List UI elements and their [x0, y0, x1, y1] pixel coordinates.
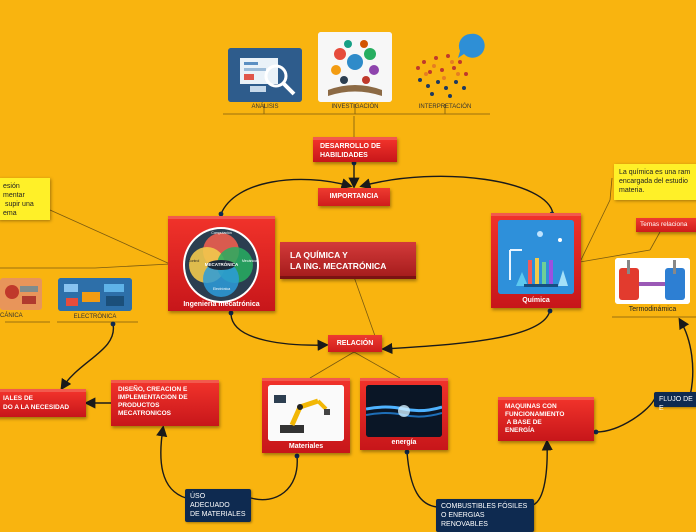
link-electronica-necesidad [60, 323, 114, 391]
right-note[interactable]: La química es una ram encargada del estu… [614, 164, 696, 200]
importancia-node[interactable]: IMPORTANCIA [318, 188, 390, 206]
investigacion-image [318, 32, 392, 102]
link-quimica-importancia [359, 175, 554, 215]
mechatronics-venn-icon [183, 227, 259, 303]
link-quimica-relacion [381, 309, 551, 355]
uso-line1: ÚSO ADECUADO [190, 493, 230, 509]
diseno-line3: PRODUCTOS [118, 402, 160, 409]
left-note[interactable]: esión mentar supir una ema [0, 178, 50, 220]
link-maquinas-flujo [595, 397, 656, 433]
maquinas-line2: FUNCIONAMIENTO [505, 411, 565, 418]
venn-label-right: Mecánica [242, 259, 257, 263]
materiales-necesidad-node[interactable]: IALES DE DO A LA NECESIDAD [0, 389, 86, 417]
analisis-image [228, 48, 302, 102]
interpretacion-caption: INTERPRETACIÓN [418, 104, 472, 110]
relacion-label: RELACIÓN [336, 340, 374, 347]
combustibles-label[interactable]: COMBUSTIBLES FÓSILES O ENERGIAS RENOVABL… [436, 499, 534, 532]
investigacion-caption: INVESTIGACIÓN [331, 104, 379, 110]
link-uso-diseno [156, 425, 187, 499]
link-combustibles-maquinas [532, 439, 553, 506]
link-energia-combustibles [406, 451, 438, 508]
analisis-caption: ANÁLISIS [251, 104, 279, 110]
diseno-line4: MECATRONICOS [118, 410, 171, 417]
combustibles-line1: COMBUSTIBLES FÓSILES [441, 503, 528, 510]
central-line1: LA QUÍMICA Y [290, 250, 348, 260]
venn-label-left: Control [188, 259, 200, 263]
right-note-line2: encargada del estudio [619, 178, 688, 185]
termodinamica-image [615, 258, 690, 304]
uso-adecuado-label[interactable]: ÚSO ADECUADO DE MATERIALES [185, 489, 251, 522]
venn-center-label: MECATRÓNICA [204, 262, 239, 267]
mind-map-canvas: ANÁLISIS INVESTIGACIÓN INTERPRETACIÓ [0, 28, 696, 532]
right-note-line3: materia. [619, 187, 645, 194]
maquinas-line4: ENERGÍA [505, 427, 535, 434]
ingenieria-mecatronica-tile[interactable]: MECATRÓNICA Computación Control Mecánica… [168, 216, 275, 311]
central-line2: LA ING. MECATRÓNICA [290, 260, 387, 271]
diseno-line2: IMPLEMENTACION DE [118, 394, 188, 401]
mecanica-caption: CÁNICA [0, 313, 23, 319]
link-ing-relacion [230, 313, 329, 351]
venn-label-bottom: Electrónica [212, 287, 231, 291]
left-note-line3: supir una [3, 201, 34, 208]
left-note-line1: esión [3, 183, 20, 190]
left-note-line2: mentar [3, 192, 25, 199]
maquinas-node[interactable]: MAQUINAS CON FUNCIONAMIENTO A BASE DE EN… [498, 397, 594, 441]
interpretacion-image [408, 28, 486, 102]
energia-image [366, 385, 442, 437]
maquinas-line1: MAQUINAS CON [505, 403, 557, 410]
quimica-tile[interactable]: Química [491, 213, 581, 308]
link-materiales-uso [250, 455, 298, 501]
electronica-image [58, 278, 132, 311]
maquinas-line3: A BASE DE [505, 419, 542, 426]
importancia-label: IMPORTANCIA [329, 193, 379, 200]
electronica-caption: ELECTRÓNICA [73, 314, 117, 320]
uso-line2: DE MATERIALES [190, 511, 246, 518]
temas-relacionados-node[interactable]: Temas relaciona [636, 218, 696, 232]
link-flujo-termo [678, 317, 694, 397]
desarrollo-habilidades-node[interactable]: DESARROLLO DE HABILIDADES [313, 137, 397, 162]
mecanica-image [0, 278, 42, 310]
diseno-line1: DISEÑO, CREACION E [118, 386, 188, 393]
central-topic[interactable]: LA QUÍMICA Y LA ING. MECATRÓNICA [280, 242, 416, 279]
left-note-line4: ema [3, 210, 17, 217]
desarrollo-line2: HABILIDADES [320, 151, 368, 159]
materiales-tile[interactable]: Materiales [262, 378, 350, 453]
temas-label: Temas relaciona [640, 221, 688, 228]
link-ing-importancia [220, 178, 353, 215]
right-note-line1: La química es una ram [619, 169, 691, 176]
necesidad-line1: IALES DE [3, 395, 33, 402]
energia-tile[interactable]: energía [360, 378, 448, 450]
energia-tile-label: energía [391, 439, 417, 446]
materiales-tile-label: Materiales [288, 443, 324, 450]
ingenieria-tile-label: Ingeniería mecatrónica [183, 301, 260, 308]
flujo-label[interactable]: FLUJO DE E [654, 392, 696, 412]
diseno-node[interactable]: DISEÑO, CREACION E IMPLEMENTACION DE PRO… [111, 380, 219, 426]
termodinamica-label: Termodinámica [628, 306, 677, 313]
combustibles-line2: O ENERGIAS RENOVABLES [441, 512, 488, 528]
necesidad-line2: DO A LA NECESIDAD [3, 403, 70, 411]
relacion-node[interactable]: RELACIÓN [328, 335, 382, 352]
desarrollo-line1: DESARROLLO DE [320, 143, 381, 150]
quimica-image [498, 220, 574, 294]
quimica-tile-label: Química [522, 297, 550, 304]
materiales-image [268, 385, 344, 441]
venn-label-top: Computación [211, 231, 232, 235]
flujo-text: FLUJO DE E [659, 396, 693, 412]
